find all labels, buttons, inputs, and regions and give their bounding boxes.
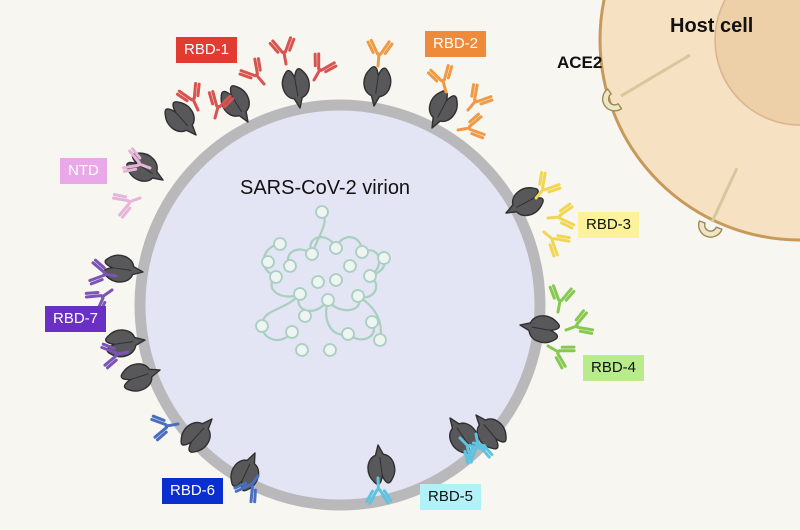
antibody-icon [110, 185, 146, 220]
antibody-icon [364, 38, 394, 69]
virion [134, 99, 546, 511]
epitope-label-rbd6: RBD-6 [162, 478, 224, 504]
epitope-label-rbd7: RBD-7 [45, 306, 107, 332]
antibody-icon [545, 202, 576, 232]
antibody-icon [560, 308, 596, 343]
epitope-label-rbd3: RBD-3 [578, 212, 640, 238]
ace2-label: ACE2 [557, 53, 603, 72]
antibody-icon [457, 81, 495, 120]
ace2-receptor-icon [694, 167, 739, 242]
epitope-label-rbd2: RBD-2 [425, 31, 487, 57]
epitope-label-rbd4: RBD-4 [583, 355, 645, 381]
host-cell [598, 0, 800, 242]
epitope-label-ntd: NTD [60, 158, 107, 184]
antibody-icon [544, 283, 576, 316]
antibody-icon [534, 221, 573, 259]
epitope-label-rbd1: RBD-1 [176, 37, 238, 63]
antibody-icon [237, 55, 275, 94]
antibody-icon [268, 35, 300, 68]
virion-label: SARS-CoV-2 virion [240, 177, 411, 199]
rna-genome-icon [255, 205, 391, 357]
epitope-label-rbd5: RBD-5 [420, 484, 482, 510]
ace2-receptor-icon [597, 53, 691, 117]
antibody-icon [454, 112, 487, 144]
spike-protein-icon [159, 96, 207, 145]
host-cell-label: Host cell [670, 15, 754, 37]
